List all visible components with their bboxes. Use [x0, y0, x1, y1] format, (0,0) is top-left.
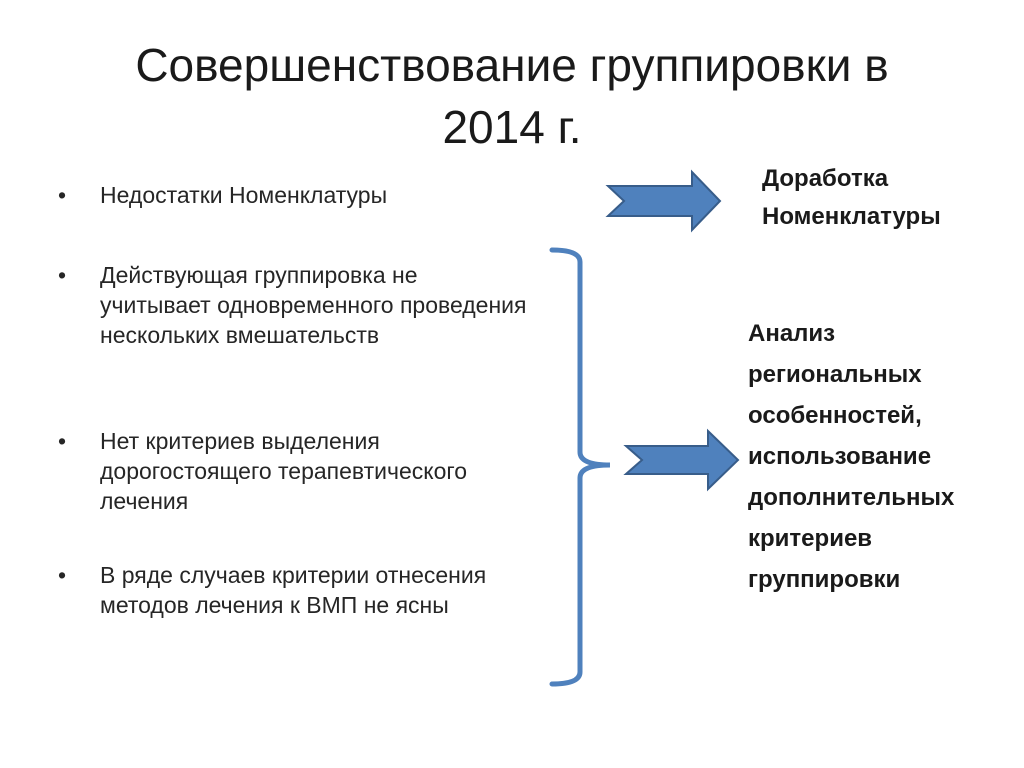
bullet-marker: • [58, 182, 67, 208]
result-top-line-2: Номенклатуры [762, 203, 941, 230]
result-bottom-line-3: особенностей, [748, 402, 922, 429]
right-curly-brace [549, 247, 611, 687]
title-line-2: 2014 г. [442, 101, 582, 153]
bullet-text: Недостатки Номенклатуры [100, 182, 388, 208]
arrow-bottom [623, 428, 740, 492]
arrow-top [605, 169, 722, 233]
result-top: Доработка Номенклатуры [762, 160, 941, 236]
result-bottom-line-1: Анализ [748, 320, 836, 347]
result-bottom-line-2: региональных [748, 361, 922, 388]
result-top-line-1: Доработка [762, 165, 889, 192]
bullet-text: В ряде случаев критерии отнесения методо… [100, 562, 487, 618]
bullet-item: • Недостатки Номенклатуры [58, 180, 387, 210]
bullet-marker: • [58, 428, 67, 454]
bullet-text: Нет критериев выделения дорогостоящего т… [100, 428, 468, 514]
bullet-item: • В ряде случаев критерии отнесения мето… [58, 560, 520, 620]
bullet-item: • Нет критериев выделения дорогостоящего… [58, 426, 520, 516]
result-bottom-line-7: группировки [748, 566, 901, 593]
result-bottom: Анализ региональных особенностей, исполь… [748, 313, 954, 600]
bullet-marker: • [58, 562, 67, 588]
title-line-1: Совершенствование группировки в [135, 39, 889, 91]
slide-title: Совершенствование группировки в 2014 г. [40, 34, 984, 158]
bullet-text: Действующая группировка не учитывает одн… [100, 262, 527, 348]
bullet-marker: • [58, 262, 67, 288]
bullet-item: • Действующая группировка не учитывает о… [58, 260, 530, 350]
result-bottom-line-5: дополнительных [748, 484, 955, 511]
result-bottom-line-4: использование [748, 443, 932, 470]
result-bottom-line-6: критериев [748, 525, 873, 552]
